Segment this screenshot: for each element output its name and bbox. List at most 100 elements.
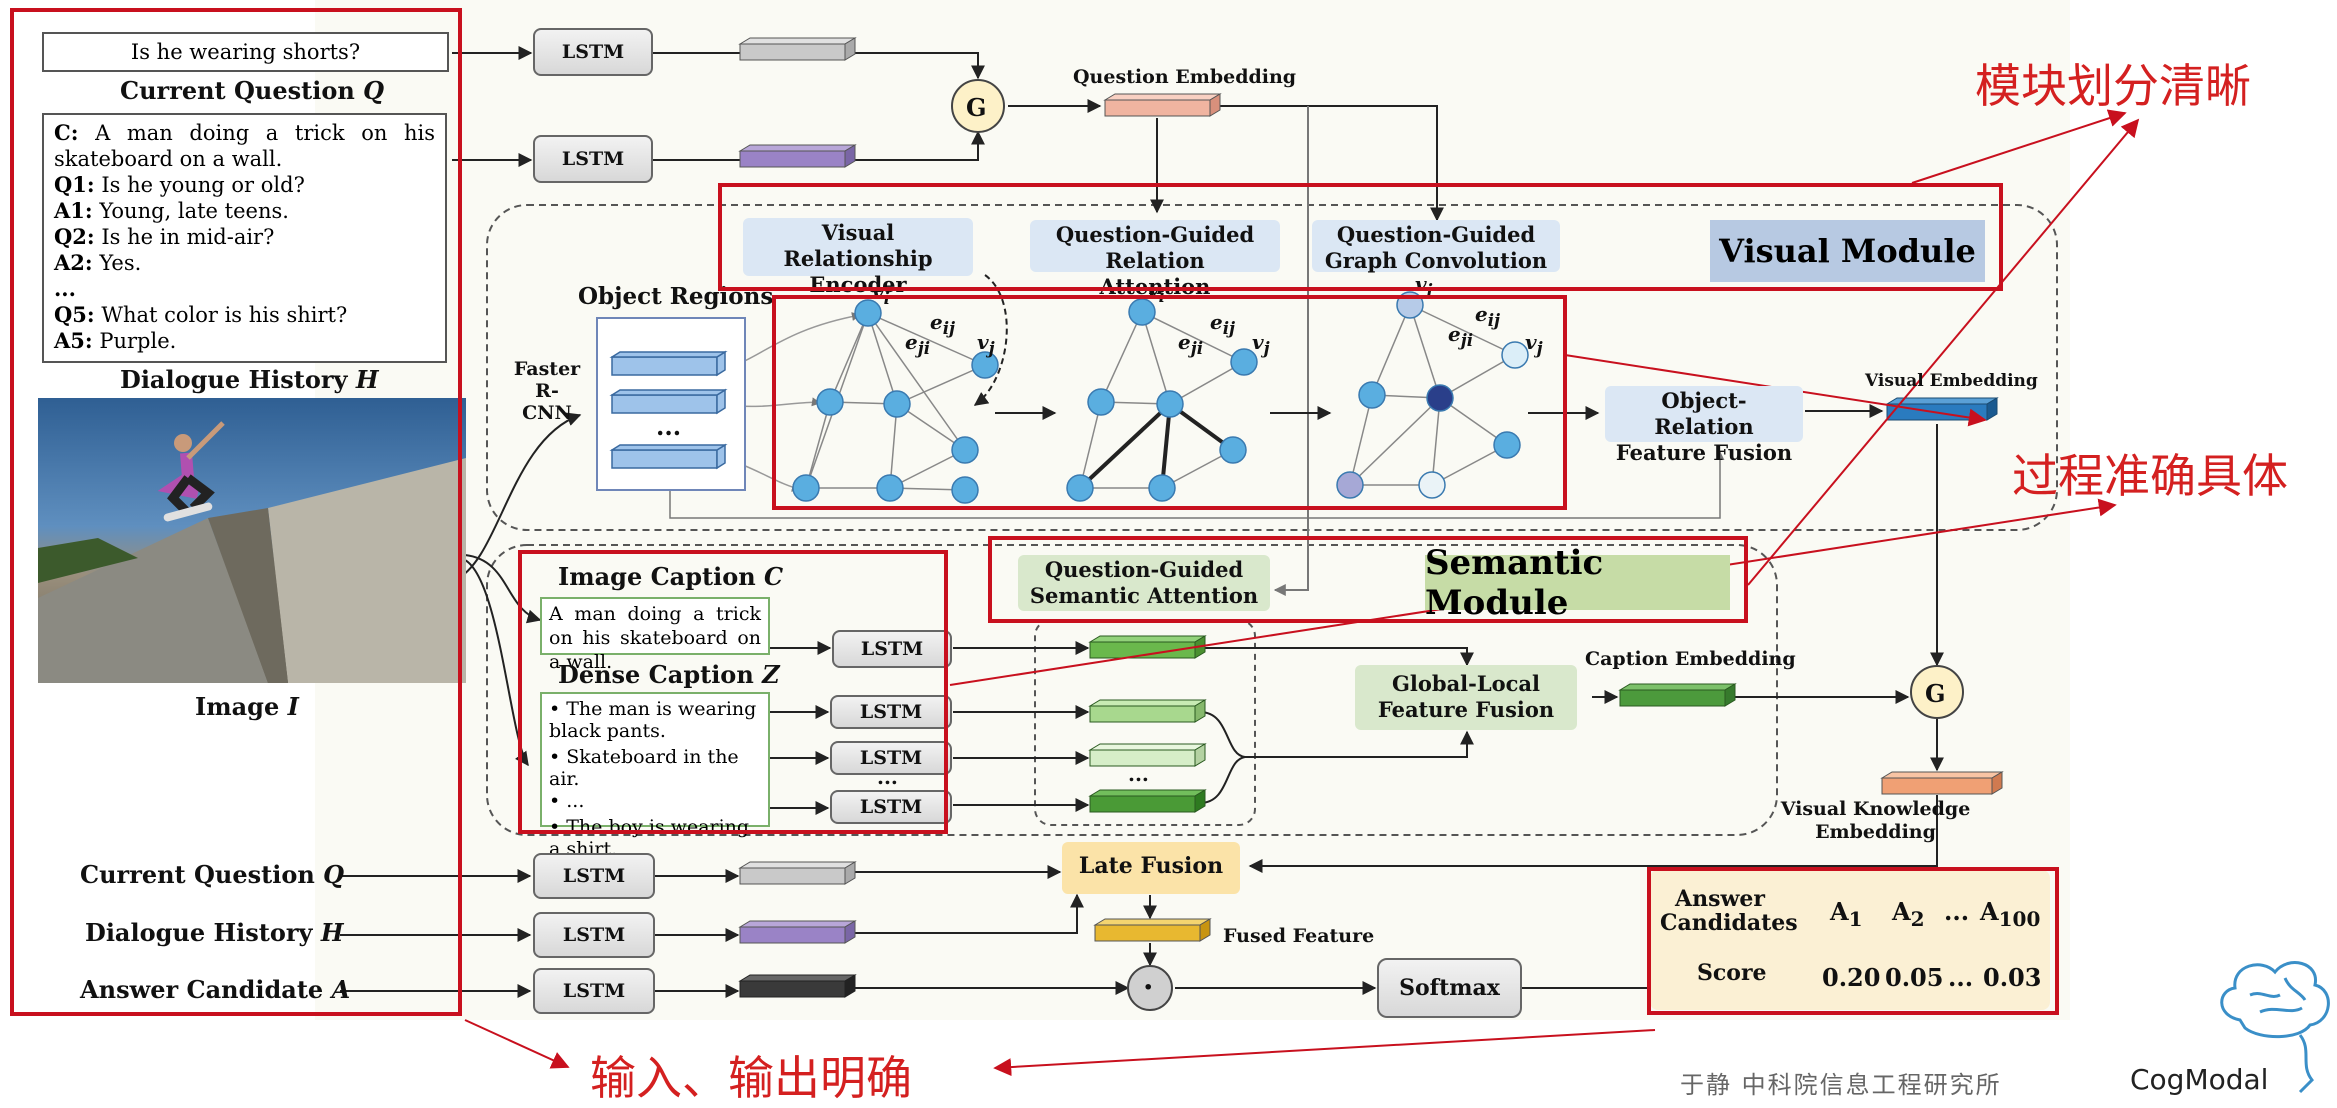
relation-attention-box: Question-Guided Relation Attention bbox=[1030, 220, 1280, 299]
answer-a1: A1 bbox=[1830, 897, 1863, 931]
score-1: 0.20 bbox=[1822, 963, 1881, 992]
graph2-eji-text: e bbox=[1178, 330, 1191, 354]
history-line-1: Q1: Is he young or old? bbox=[54, 172, 435, 198]
image-caption-symbol: C bbox=[764, 562, 784, 591]
answer-a2: A2 bbox=[1892, 897, 1925, 931]
gate-circle-top bbox=[951, 79, 1005, 133]
current-question-symbol: Q bbox=[363, 76, 385, 105]
graph3-eji-text: e bbox=[1448, 322, 1461, 346]
graph2-vj-label: vj bbox=[1252, 330, 1270, 358]
graph3-vj-label: vj bbox=[1525, 330, 1543, 358]
graph2-eij-sub: ij bbox=[1222, 318, 1236, 338]
lstm-dense-1: LSTM bbox=[830, 695, 952, 729]
relation-graph-1-nodes bbox=[792, 299, 999, 504]
history-line-6: Q5: What color is his shirt? bbox=[54, 302, 435, 328]
vector-bottom-answer bbox=[738, 974, 857, 998]
graph3-eji-label: eji bbox=[1448, 322, 1473, 350]
visual-module-title: Visual Module bbox=[1710, 220, 1985, 282]
history-text-7: Purple. bbox=[99, 329, 177, 353]
history-text-6: What color is his shirt? bbox=[101, 303, 348, 327]
history-tag-5: ... bbox=[54, 276, 76, 301]
vector-question bbox=[738, 37, 857, 61]
answer-a2-text: A bbox=[1892, 897, 1911, 926]
graph1-vj-text: v bbox=[977, 330, 989, 354]
highlight-captions bbox=[518, 550, 948, 834]
late-fusion-box: Late Fusion bbox=[1062, 842, 1240, 894]
score-2: 0.05 bbox=[1885, 963, 1944, 992]
dense-caption-label: Dense Caption Z bbox=[558, 660, 780, 689]
annotation-io-clear: 输入、输出明确 bbox=[590, 1051, 912, 1105]
current-question-box: Is he wearing shorts? bbox=[42, 32, 449, 72]
highlight-graphs bbox=[772, 295, 1567, 510]
answer-a100-text: A bbox=[1980, 897, 1999, 926]
lstm-dense-3: LSTM bbox=[830, 790, 952, 824]
graph3-vj-sub: j bbox=[1536, 338, 1543, 358]
semantic-attention-text: Question-Guided Semantic Attention bbox=[1029, 557, 1259, 608]
graph3-vi-text: v bbox=[1415, 272, 1427, 296]
graph1-eij-label: eij bbox=[930, 310, 955, 338]
global-local-fusion-box: Global-Local Feature Fusion bbox=[1355, 665, 1577, 730]
dot-op-label: · bbox=[1143, 970, 1154, 1005]
logo-brain-icon bbox=[2220, 961, 2330, 1094]
relation-graph-1 bbox=[805, 312, 986, 491]
semantic-module-region bbox=[486, 544, 1778, 836]
history-text-0: A man doing a trick on his skateboard on… bbox=[54, 121, 435, 171]
vector-question-embedding bbox=[1103, 93, 1222, 117]
graph2-eji-sub: ji bbox=[1190, 338, 1204, 358]
bottom-label-question-text: Current Question bbox=[80, 860, 315, 889]
score-label: Score bbox=[1697, 960, 1767, 986]
graph2-eji-label: eji bbox=[1178, 330, 1203, 358]
history-text-4: Yes. bbox=[99, 251, 142, 275]
graph2-eij-text: e bbox=[1210, 310, 1223, 334]
visual-module-region bbox=[486, 204, 2058, 531]
dense-caption-box: • The man is wearing black pants. • Skat… bbox=[540, 692, 770, 860]
annotation-process-precise: 过程准确具体 bbox=[2012, 449, 2288, 503]
gate-label-top: G bbox=[966, 93, 987, 122]
score-3: 0.03 bbox=[1983, 963, 2042, 992]
lstm-image-caption: LSTM bbox=[832, 630, 952, 668]
history-tag-7: A5: bbox=[54, 328, 93, 353]
object-relation-fusion-text: Object-Relation Feature Fusion bbox=[1615, 388, 1793, 465]
dense-caption-text-2: ... bbox=[566, 790, 585, 812]
vector-bottom-question bbox=[738, 861, 857, 885]
dialogue-history-symbol: H bbox=[355, 365, 379, 394]
current-question-label: Current Question Q bbox=[120, 76, 384, 105]
answer-a2-sub: 2 bbox=[1910, 906, 1925, 931]
relation-graph-2-nodes bbox=[1066, 298, 1258, 502]
dot-product-circle bbox=[1127, 965, 1173, 1011]
history-line-7: A5: Purple. bbox=[54, 328, 435, 354]
vector-caption-global bbox=[1088, 635, 1207, 659]
highlight-outputs bbox=[1647, 867, 2059, 1015]
answer-a100: A100 bbox=[1980, 897, 2040, 931]
history-text-2: Young, late teens. bbox=[99, 199, 289, 223]
vector-caption-embedding bbox=[1618, 683, 1737, 707]
dialogue-history-box: C: A man doing a trick on his skateboard… bbox=[42, 113, 447, 363]
graph1-vj-sub: j bbox=[988, 338, 995, 358]
graph3-eij-label: eij bbox=[1475, 302, 1500, 330]
graph3-eij-sub: ij bbox=[1487, 310, 1501, 330]
answer-a1-text: A bbox=[1830, 897, 1849, 926]
bottom-label-answer-text: Answer Candidate bbox=[80, 975, 324, 1004]
object-region-bars bbox=[609, 350, 728, 470]
vector-visual-knowledge bbox=[1880, 771, 2004, 795]
softmax-box: Softmax bbox=[1377, 958, 1522, 1018]
history-tag-3: Q2: bbox=[54, 224, 95, 249]
image-label: Image I bbox=[195, 692, 299, 721]
image-caption-box: A man doing a trick on his skateboard on… bbox=[540, 597, 770, 673]
caption-vector-dots: ... bbox=[1128, 762, 1149, 786]
graph3-vj-text: v bbox=[1525, 330, 1537, 354]
dense-caption-text-1: Skateboard in the air. bbox=[549, 746, 739, 790]
highlight-inputs bbox=[10, 8, 462, 1016]
image-caption-label-text: Image Caption bbox=[558, 562, 756, 591]
lstm-history-top: LSTM bbox=[533, 135, 653, 183]
history-text-1: Is he young or old? bbox=[101, 173, 305, 197]
image-label-symbol: I bbox=[287, 692, 299, 721]
vector-history bbox=[738, 144, 857, 168]
answer-panel bbox=[1650, 870, 2050, 1010]
lstm-question-top: LSTM bbox=[533, 28, 653, 76]
graph-convolution-box: Question-Guided Graph Convolution bbox=[1312, 220, 1560, 273]
dense-caption-text-0: The man is wearing black pants. bbox=[549, 698, 757, 742]
history-tag-2: A1: bbox=[54, 198, 93, 223]
highlight-semantic-modules bbox=[988, 536, 1748, 623]
faster-rcnn-label: Faster R-CNN bbox=[513, 358, 581, 424]
